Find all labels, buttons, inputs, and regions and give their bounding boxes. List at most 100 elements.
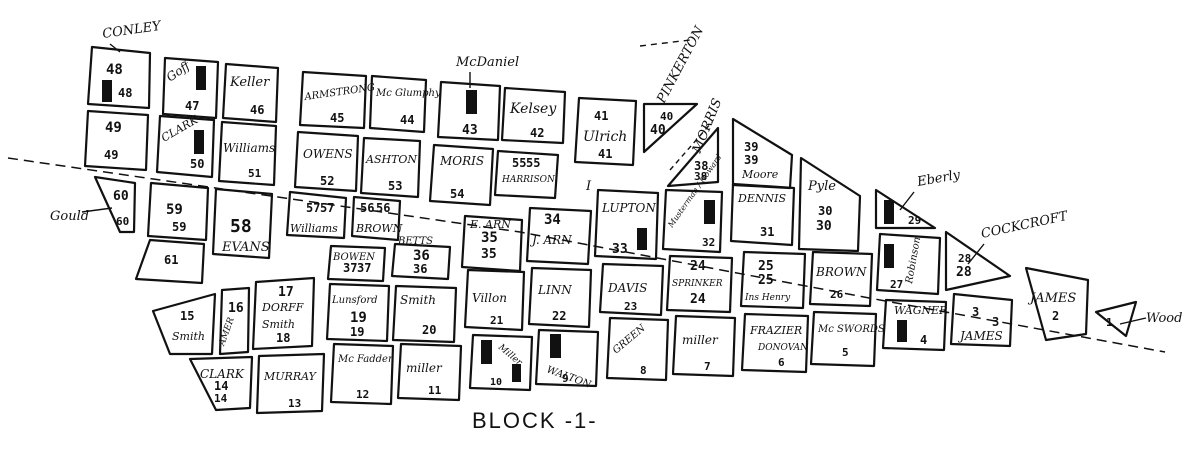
svg-text:Goff: Goff xyxy=(164,57,195,84)
plot-2[interactable]: JAMES 2 xyxy=(1024,266,1090,342)
plot-33[interactable]: LUPTON 33 xyxy=(593,188,660,261)
svg-text:51: 51 xyxy=(248,167,262,180)
plot-29[interactable]: 29 xyxy=(874,188,937,230)
svg-text:41: 41 xyxy=(598,147,612,161)
plot-53[interactable]: ASHTON 53 xyxy=(359,136,422,199)
block-title: BLOCK -1- xyxy=(472,408,598,433)
plot-9[interactable]: WALTON 9 xyxy=(534,328,600,391)
plot-59[interactable]: 59 59 xyxy=(146,181,210,242)
plot-49[interactable]: 49 49 xyxy=(83,109,150,172)
plot-15[interactable]: 15 Smith xyxy=(151,292,217,356)
svg-text:56: 56 xyxy=(360,201,374,215)
plot-57[interactable]: 57 57 Williams xyxy=(285,190,348,240)
svg-text:39: 39 xyxy=(744,153,758,167)
plot-50[interactable]: CLARK 50 xyxy=(155,113,216,179)
plot-11[interactable]: miller 11 xyxy=(396,342,463,402)
plot-41[interactable]: 41 Ulrich 41 xyxy=(573,96,638,167)
svg-text:56: 56 xyxy=(376,201,390,215)
plot-42[interactable]: Kelsey 42 xyxy=(500,86,567,145)
plot-54[interactable]: MORIS 54 xyxy=(428,143,495,207)
plot-23[interactable]: DAVIS 23 xyxy=(598,262,665,317)
plot-46[interactable]: Keller 46 xyxy=(221,62,280,124)
plot-26[interactable]: BROWN 26 xyxy=(808,250,874,308)
annotation-eberly: Eberly xyxy=(915,168,962,191)
plot-4[interactable]: WAGNER 4 xyxy=(881,298,947,352)
svg-text:47: 47 xyxy=(185,99,199,113)
plot-31[interactable]: DENNIS 31 xyxy=(729,182,796,247)
plot-39[interactable]: 39 39 Moore xyxy=(731,117,794,190)
plot-10[interactable]: Miller 10 xyxy=(468,333,534,392)
svg-text:14: 14 xyxy=(214,392,228,405)
plot-21[interactable]: Villon 21 xyxy=(463,268,526,332)
svg-text:9: 9 xyxy=(562,372,569,385)
plot-13[interactable]: MURRAY 13 xyxy=(255,352,326,415)
plot-22[interactable]: LINN 22 xyxy=(527,266,593,329)
svg-text:38: 38 xyxy=(694,159,708,173)
svg-text:41: 41 xyxy=(594,109,608,123)
headstone-icon xyxy=(466,90,477,114)
plot-45[interactable]: ARMSTRONG 45 xyxy=(298,70,376,130)
svg-text:BROWN: BROWN xyxy=(355,222,403,235)
plot-30[interactable]: Pyle 30 30 xyxy=(797,156,862,253)
svg-text:MORIS: MORIS xyxy=(439,154,484,168)
plot-38[interactable]: 38 38 xyxy=(666,126,720,188)
plot-35[interactable]: E. ARN 35 35 xyxy=(460,214,524,273)
plot-1[interactable]: 1 xyxy=(1094,300,1138,338)
plot-3[interactable]: 3 3 JAMES xyxy=(949,292,1014,348)
headstone-icon xyxy=(704,200,715,224)
plot-60[interactable]: 60 60 xyxy=(81,175,137,234)
svg-text:12: 12 xyxy=(356,388,369,401)
plot-61[interactable]: 61 xyxy=(134,238,206,285)
plot-24[interactable]: 24 SPRINKER 24 xyxy=(665,254,734,314)
svg-text:3: 3 xyxy=(972,305,979,319)
svg-text:18: 18 xyxy=(276,331,290,345)
plot-20[interactable]: Smith 20 xyxy=(391,284,458,344)
plot-7[interactable]: miller 7 xyxy=(671,314,737,378)
plot-36[interactable]: BETTS 36 36 xyxy=(390,236,452,281)
plot-19[interactable]: Lunsford 19 19 xyxy=(325,282,391,343)
plot-14[interactable]: CLARK 14 14 xyxy=(188,355,254,412)
plot-37[interactable]: BOWEN 37 37 xyxy=(326,244,387,283)
svg-text:25: 25 xyxy=(758,259,774,274)
plot-25[interactable]: 25 25 Ins Henry xyxy=(739,250,807,310)
plot-55[interactable]: 55 55 HARRISON xyxy=(493,149,560,200)
svg-text:28: 28 xyxy=(956,265,972,280)
plot-16[interactable]: 16 AMER xyxy=(217,286,251,356)
plot-27[interactable]: Robinson 27 xyxy=(875,232,942,296)
plot-12[interactable]: Mc Fadden 12 xyxy=(329,342,394,406)
plot-52[interactable]: OWENS 52 xyxy=(293,130,360,193)
plot-34[interactable]: 34 J. ARN xyxy=(525,206,593,266)
plot-44[interactable]: Mc Glumphy 44 xyxy=(368,74,441,134)
svg-text:21: 21 xyxy=(490,314,504,327)
svg-text:30: 30 xyxy=(818,204,832,218)
svg-text:55: 55 xyxy=(526,156,540,170)
plot-43[interactable]: 43 xyxy=(436,80,502,142)
svg-text:ASHTON: ASHTON xyxy=(365,153,417,166)
plot-48[interactable]: 48 48 xyxy=(86,45,152,110)
svg-text:16: 16 xyxy=(228,301,244,316)
svg-text:MURRAY: MURRAY xyxy=(263,370,318,383)
svg-text:31: 31 xyxy=(760,225,774,239)
svg-text:Lunsford: Lunsford xyxy=(331,295,378,306)
plot-58[interactable]: 58 EVANS xyxy=(211,187,274,260)
svg-text:Ins Henry: Ins Henry xyxy=(744,293,791,303)
plot-8[interactable]: GREEN 8 xyxy=(605,316,670,382)
svg-text:JAMES: JAMES xyxy=(1027,291,1076,306)
plot-47[interactable]: Goff 47 xyxy=(161,56,220,120)
svg-text:7: 7 xyxy=(704,360,711,373)
svg-text:OWENS: OWENS xyxy=(303,147,353,161)
svg-text:30: 30 xyxy=(816,219,832,234)
plot-6[interactable]: FRAZIER DONOVAN 6 xyxy=(740,312,810,374)
svg-text:60: 60 xyxy=(113,189,129,204)
plot-17[interactable]: 17 DORFF Smith 18 xyxy=(251,276,316,351)
plot-5[interactable]: Mc SWORDS 5 xyxy=(809,310,885,368)
svg-text:miller: miller xyxy=(406,361,443,375)
plot-51[interactable]: Williams 51 xyxy=(217,120,278,187)
svg-text:24: 24 xyxy=(690,259,706,274)
headstone-icon xyxy=(102,80,112,102)
plot-40[interactable]: 40 40 xyxy=(642,102,699,154)
svg-text:SPRINKER: SPRINKER xyxy=(672,279,723,289)
svg-text:48: 48 xyxy=(106,62,123,78)
plot-28[interactable]: 28 28 xyxy=(944,230,1012,292)
plot-56[interactable]: 56 56 BROWN xyxy=(350,195,403,242)
